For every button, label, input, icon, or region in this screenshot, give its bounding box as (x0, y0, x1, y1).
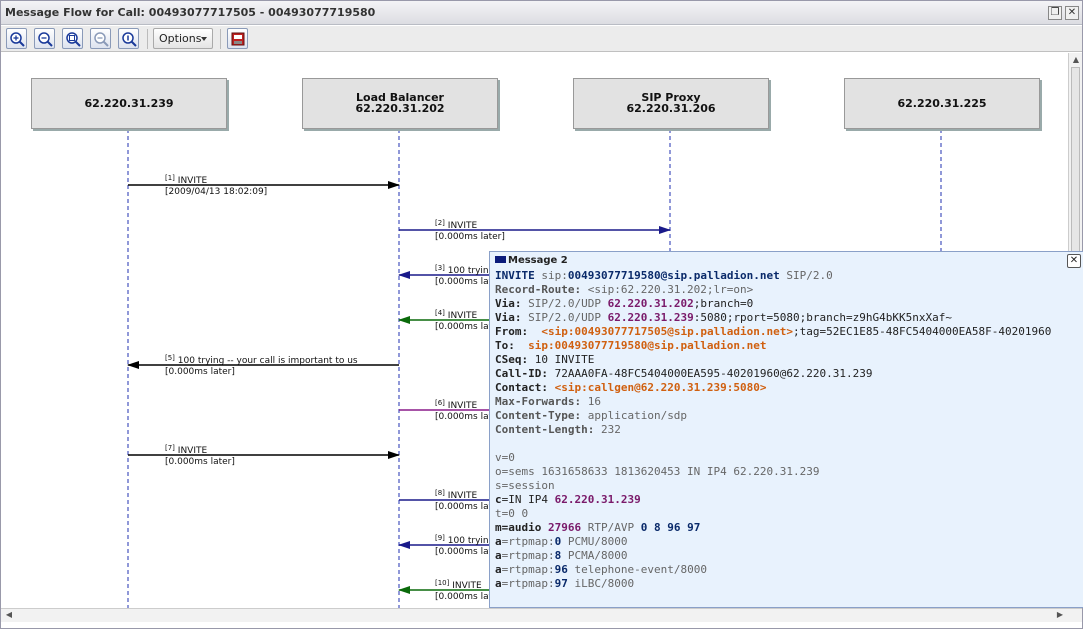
sdp-rtpmap: a=rtpmap:97 iLBC/8000 (495, 577, 635, 590)
endpoint-label: SIP Proxy (641, 91, 701, 104)
header-via: Via: SIP/2.0/UDP 62.220.31.202;branch=0 (495, 297, 754, 310)
header-max-forwards: Max-Forwards: 16 (495, 395, 601, 408)
toolbar-separator (147, 29, 148, 49)
endpoint-box[interactable]: SIP Proxy 62.220.31.206 (573, 78, 769, 129)
header-contact: Contact: <sip:callgen@62.220.31.239:5080… (495, 381, 767, 394)
header-to: To: sip:00493077719580@sip.palladion.net (495, 339, 767, 352)
options-label: Options (159, 32, 202, 45)
endpoint-box[interactable]: 62.220.31.225 (844, 78, 1040, 129)
endpoint-label: 62.220.31.225 (897, 97, 987, 110)
endpoint-box[interactable]: 62.220.31.239 (31, 78, 227, 129)
sdp-session: s=session (495, 479, 555, 492)
message-icon (495, 256, 506, 263)
header-content-type: Content-Type: application/sdp (495, 409, 688, 422)
message-detail-popup[interactable]: Message 2 ✕ INVITE sip:00493077719580@si… (489, 251, 1083, 608)
restore-window-icon[interactable]: ❐ (1048, 6, 1062, 20)
request-line: INVITE sip:00493077719580@sip.palladion.… (495, 269, 833, 282)
endpoint-label: Load Balancer (356, 91, 444, 104)
message-label[interactable]: [6] INVITE[0.000ms lat (435, 399, 493, 422)
message-label[interactable]: [2] INVITE[0.000ms later] (435, 219, 505, 242)
endpoint-address: 62.220.31.206 (626, 102, 716, 115)
sdp-rtpmap: a=rtpmap:8 PCMA/8000 (495, 549, 628, 562)
sdp-time: t=0 0 (495, 507, 529, 520)
close-icon[interactable]: ✕ (1067, 254, 1081, 268)
close-icon[interactable]: ✕ (1065, 6, 1079, 20)
chevron-down-icon (201, 37, 207, 41)
zoom-fit-icon[interactable] (62, 28, 83, 49)
sdp-connection: c=IN IP4 62.220.31.239 (495, 493, 641, 506)
window-title: Message Flow for Call: 00493077717505 - … (5, 6, 376, 19)
toolbar-separator (220, 29, 221, 49)
export-icon[interactable] (227, 28, 248, 49)
message-label[interactable]: [8] INVITE[0.000ms lat (435, 489, 493, 512)
message-label[interactable]: [3] 100 trying[0.000ms lat (435, 264, 495, 287)
zoom-reset-icon[interactable] (90, 28, 111, 49)
scroll-left-icon[interactable]: ◀ (5, 610, 13, 619)
endpoint-box[interactable]: Load Balancer 62.220.31.202 (302, 78, 498, 129)
zoom-actual-icon[interactable] (118, 28, 139, 49)
message-label[interactable]: [9] 100 tryin[0.000ms lat (435, 534, 493, 557)
message-label[interactable]: [5] 100 trying -- your call is important… (165, 354, 358, 377)
endpoint-address: 62.220.31.202 (355, 102, 445, 115)
sdp-rtpmap: a=rtpmap:0 PCMU/8000 (495, 535, 628, 548)
sdp-rtpmap: a=rtpmap:96 telephone-event/8000 (495, 563, 707, 576)
message-label[interactable]: [7] INVITE[0.000ms later] (165, 444, 235, 467)
header-from: From: <sip:00493077717505@sip.palladion.… (495, 325, 1052, 338)
zoom-in-icon[interactable] (6, 28, 27, 49)
header-via: Via: SIP/2.0/UDP 62.220.31.239:5080;rpor… (495, 311, 952, 324)
sdp-origin: o=sems 1631658633 1813620453 IN IP4 62.2… (495, 465, 820, 478)
header-cseq: CSeq: 10 INVITE (495, 353, 595, 366)
zoom-out-icon[interactable] (34, 28, 55, 49)
message-label[interactable]: [4] INVITE[0.000ms lat (435, 309, 493, 332)
options-menu-button[interactable]: Options (153, 28, 213, 49)
sdp-media: m=audio 27966 RTP/AVP 0 8 96 97 (495, 521, 701, 534)
scroll-right-icon[interactable]: ▶ (1056, 610, 1064, 619)
header-content-length: Content-Length: 232 (495, 423, 621, 436)
sdp-version: v=0 (495, 451, 515, 464)
horizontal-scrollbar[interactable]: ◀ ▶ (1, 608, 1082, 622)
header-call-id: Call-ID: 72AAA0FA-48FC5404000EA595-40201… (495, 367, 873, 380)
popup-title: Message 2 (495, 255, 568, 266)
header-record-route: Record-Route: <sip:62.220.31.202;lr=on> (495, 283, 754, 296)
message-label[interactable]: [10] INVITE[0.000ms lat (435, 579, 493, 602)
endpoint-label: 62.220.31.239 (84, 97, 174, 110)
message-label[interactable]: [1] INVITE[2009/04/13 18:02:09] (165, 174, 268, 197)
title-bar: Message Flow for Call: 00493077717505 - … (1, 1, 1082, 25)
scroll-up-icon[interactable]: ▲ (1072, 55, 1080, 64)
toolbar: Options (1, 26, 1082, 52)
